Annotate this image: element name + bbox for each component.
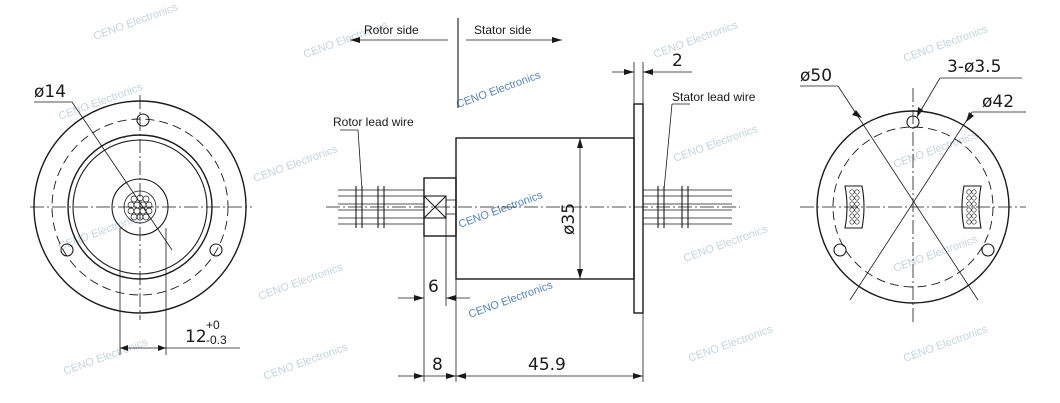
wire-exit-left [844,185,865,229]
watermark: CENO Electronics [457,189,545,231]
shaft-length-8-label: 8 [432,355,443,375]
mounting-hole [833,243,847,257]
mounting-hole [60,243,74,257]
left-width-dimension: 12 [185,327,207,347]
watermark: CENO Electronics [672,123,760,165]
watermark: CENO Electronics [257,261,345,303]
stator-end-view: ø50 3-ø3.5 ø42 [800,57,1026,322]
pcd-label: ø42 [982,92,1014,112]
shaft-length-6-label: 6 [428,277,439,297]
left-width-tol-lower: -0.3 [206,333,227,347]
rotor-end-view: ø14 12 +0 -0.3 [30,82,252,355]
watermark: CENO Electronics [455,69,543,111]
wire-exit-right [961,185,982,229]
stator-side-label: Stator side [474,23,532,37]
rotor-lead-wires [338,186,424,228]
rotor-lead-wire-label: Rotor lead wire [333,115,414,129]
outer-diameter-label: ø50 [800,66,832,86]
left-bore-label: ø14 [34,82,66,102]
left-width-tol-upper: +0 [206,318,220,332]
watermark: CENO Electronics [262,341,350,383]
watermark: CENO Electronics [682,223,770,265]
stator-lead-wire-label: Stator lead wire [672,90,756,104]
watermark: CENO Electronics [252,143,340,185]
body-diameter-label: ø35 [559,203,579,235]
watermark: CENO Electronics [467,279,555,321]
mounting-hole [906,115,920,129]
mounting-hole [981,243,995,257]
watermark: CENO Electronics [92,1,180,43]
watermark: CENO Electronics [892,233,980,275]
rotor-side-label: Rotor side [364,23,419,37]
flange-thickness-label: 2 [672,51,683,71]
holes-label: 3-ø3.5 [947,57,1001,77]
stator-lead-wires [643,186,732,228]
watermark: CENO Electronics [902,323,990,365]
watermark: CENO Electronics [892,129,980,171]
watermark: CENO Electronics [652,19,740,61]
side-view: Rotor side Stator side [326,18,756,382]
watermark: CENO Electronics [62,336,150,378]
mounting-hole [136,113,150,127]
body-length-label: 45.9 [528,355,566,375]
mounting-hole [209,243,223,257]
watermark: CENO Electronics [687,323,775,365]
watermark: CENO Electronics [57,211,145,253]
